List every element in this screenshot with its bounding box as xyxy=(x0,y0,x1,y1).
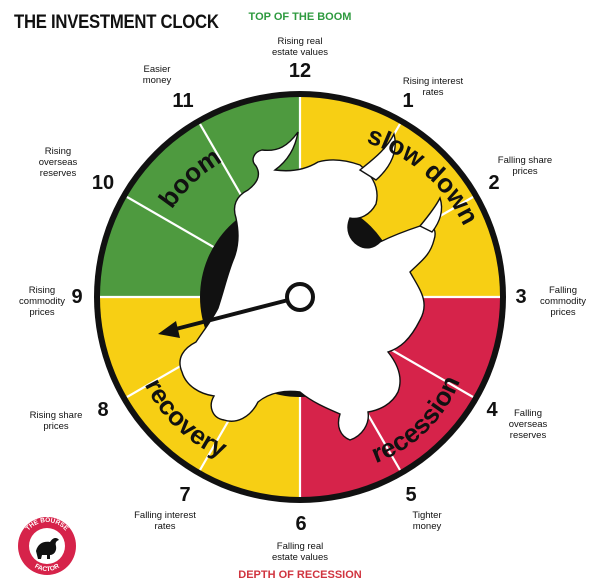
hand-pivot xyxy=(285,282,315,312)
hour-7-number: 7 xyxy=(179,484,191,506)
hour-3-number: 3 xyxy=(515,286,527,308)
logo-bottom-text: FACTOR xyxy=(33,563,60,573)
hour-2-number: 2 xyxy=(488,172,500,194)
page-title: THE INVESTMENT CLOCK xyxy=(14,12,219,33)
hour-12-number: 12 xyxy=(288,60,312,82)
hour-1-number: 1 xyxy=(402,90,414,112)
bourse-factor-logo: THE BOURSE FACTOR xyxy=(18,517,76,575)
hour-10-number: 10 xyxy=(91,172,115,194)
hour-6-number: 6 xyxy=(295,513,307,535)
hour-5-number: 5 xyxy=(405,484,417,506)
top-caption: TOP OF THE BOOM xyxy=(248,11,352,23)
clock-hand xyxy=(158,282,315,338)
hour-11-number: 11 xyxy=(172,90,194,112)
bottom-caption: DEPTH OF RECESSION xyxy=(238,569,362,581)
hour-4-number: 4 xyxy=(486,399,498,421)
hour-8-number: 8 xyxy=(97,399,109,421)
hour-9-number: 9 xyxy=(71,286,83,308)
logo-bull-icon xyxy=(36,537,59,559)
